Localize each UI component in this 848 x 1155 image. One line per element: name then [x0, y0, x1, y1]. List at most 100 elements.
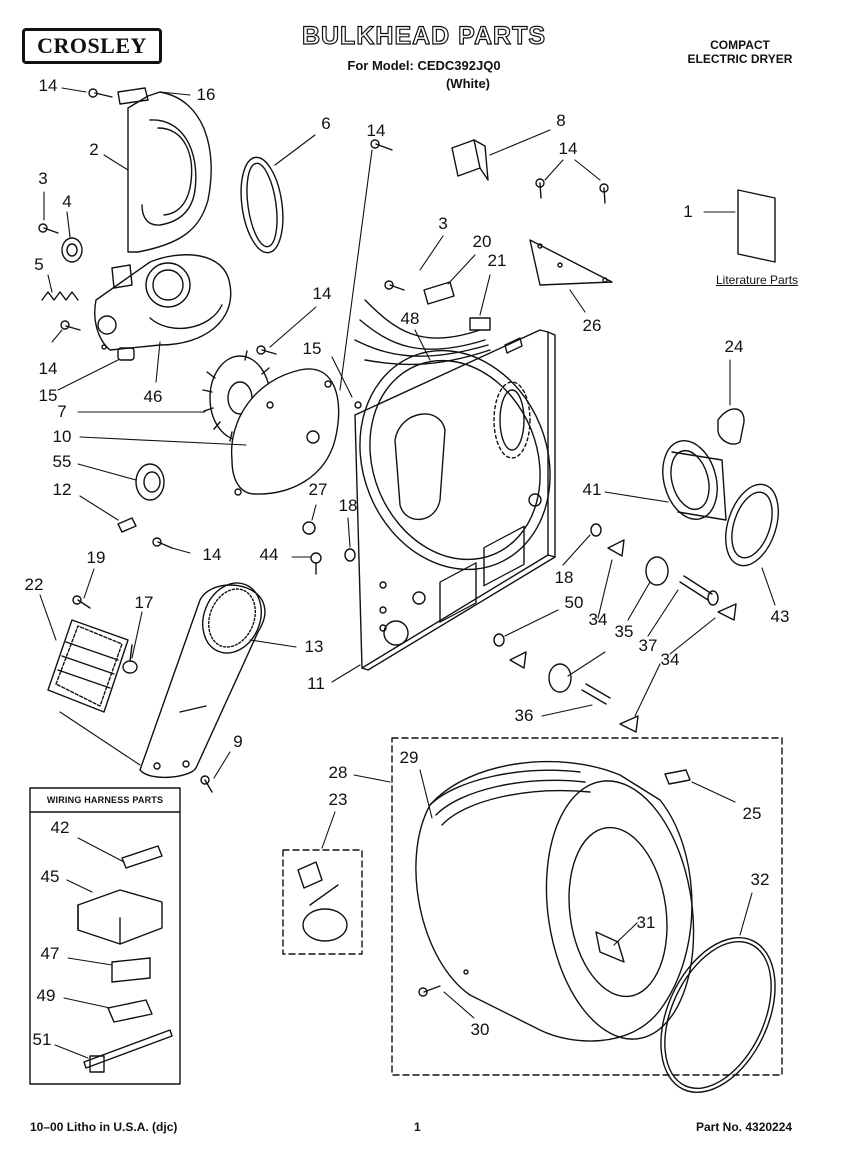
callout-26: 26 [582, 316, 602, 335]
callout-14: 14 [312, 284, 332, 303]
callout-46: 46 [143, 387, 163, 406]
bracket [529, 239, 613, 286]
callout-8: 8 [556, 111, 566, 130]
callout-5: 5 [34, 255, 44, 274]
clip [117, 517, 137, 533]
callout-16: 16 [196, 85, 216, 104]
callout-44: 44 [259, 545, 279, 564]
bearing [135, 463, 165, 501]
model-number: For Model: CEDC392JQ0 [347, 58, 501, 73]
callout-7: 7 [57, 402, 67, 421]
callout-21: 21 [487, 251, 507, 270]
callout-29: 29 [399, 748, 419, 767]
callout-20: 20 [472, 232, 492, 251]
callout-12: 12 [52, 480, 72, 499]
callout-14: 14 [558, 139, 578, 158]
callout-34: 34 [588, 610, 608, 629]
callout-31: 31 [636, 913, 656, 932]
callout-3: 3 [438, 214, 448, 233]
callout-9: 9 [233, 732, 243, 751]
callout-6: 6 [321, 114, 331, 133]
lint-filter-housing [662, 440, 727, 521]
footer-litho: 10–00 Litho in U.S.A. (djc) [30, 1120, 178, 1134]
brand-name: CROSLEY [37, 33, 147, 58]
callout-35: 35 [614, 622, 634, 641]
callout-48: 48 [400, 309, 420, 328]
leader-lines [39, 87, 776, 1059]
page-title: BULKHEAD PARTS [301, 21, 547, 50]
drive-belt [240, 156, 284, 254]
callout-17: 17 [134, 593, 154, 612]
callout-1: 1 [683, 202, 693, 221]
drum-assembly-frame [391, 737, 783, 1076]
idler-spring [41, 291, 79, 301]
callout-36: 36 [514, 706, 534, 725]
kit-parts [297, 861, 348, 942]
literature-booklet [737, 189, 776, 263]
lint-screen [725, 483, 779, 567]
callout-2: 2 [89, 140, 99, 159]
heater-element-box [47, 619, 129, 713]
callout-30: 30 [470, 1020, 490, 1039]
lint-cover [717, 408, 745, 445]
callout-43: 43 [770, 607, 790, 626]
kit-frame [282, 849, 363, 955]
callout-11: 11 [307, 674, 325, 693]
callout-28: 28 [328, 763, 348, 782]
callout-45: 45 [40, 867, 60, 886]
drum-roller-lower [548, 663, 611, 705]
callout-32: 32 [750, 870, 770, 889]
drum-roller-upper [645, 556, 719, 606]
callout-14: 14 [38, 359, 58, 378]
callout-25: 25 [742, 804, 762, 823]
footer-page-number: 1 [414, 1120, 421, 1134]
callout-27: 27 [308, 480, 328, 499]
drum [415, 760, 695, 1042]
literature-parts-label: Literature Parts [716, 273, 799, 287]
callout-15: 15 [38, 386, 58, 405]
callout-4: 4 [62, 192, 72, 211]
callout-49: 49 [36, 986, 56, 1005]
door-switch [451, 139, 489, 181]
wiring-harness-box [29, 787, 181, 1085]
callout-37: 37 [638, 636, 658, 655]
drum-glide [664, 769, 691, 785]
callout-42: 42 [50, 818, 70, 837]
drum-seal [660, 937, 776, 1093]
callout-24: 24 [724, 337, 744, 356]
callout-55: 55 [52, 452, 72, 471]
wire-harness [354, 281, 491, 366]
callout-14: 14 [366, 121, 386, 140]
bulkhead-panel [354, 329, 556, 671]
blower-housing-back [117, 87, 212, 253]
callout-15: 15 [302, 339, 322, 358]
callout-10: 10 [52, 427, 72, 446]
wiring-harness-title: WIRING HARNESS PARTS [46, 795, 164, 805]
thermostat [122, 644, 138, 674]
model-color: (White) [445, 76, 491, 91]
footer-part-number: Part No. 4320224 [696, 1120, 793, 1134]
callout-13: 13 [304, 637, 324, 656]
callout-51: 51 [32, 1030, 52, 1049]
washers [344, 523, 737, 733]
callout-47: 47 [40, 944, 60, 963]
callout-23: 23 [328, 790, 348, 809]
screws [38, 88, 609, 997]
callout-3: 3 [38, 169, 48, 188]
blower-housing-front [230, 368, 340, 496]
callout-18: 18 [554, 568, 574, 587]
product-type: COMPACT ELECTRIC DRYER [660, 38, 820, 66]
callout-18: 18 [338, 496, 358, 515]
callout-14: 14 [38, 76, 58, 95]
idler-pulley [61, 237, 83, 263]
callout-34: 34 [660, 650, 680, 669]
lint-duct [139, 582, 266, 779]
callout-14: 14 [202, 545, 222, 564]
roller [117, 347, 135, 361]
blower-cover-plate [94, 254, 232, 351]
callout-22: 22 [24, 575, 44, 594]
callout-41: 41 [582, 480, 602, 499]
product-line-2: ELECTRIC DRYER [687, 52, 793, 66]
